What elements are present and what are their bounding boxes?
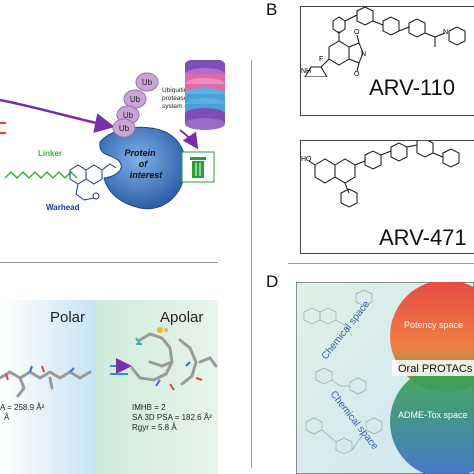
panel-d-label: D [266,272,279,291]
panel-b-label: B [266,0,278,19]
trash-bin-icon [181,151,215,183]
recruit-arrow [0,98,115,133]
left-stat-1: A = 258.9 Å² [0,403,45,412]
panel-d-figure: Chemical space Chemical space Potency sp… [296,282,474,474]
degradation-arrow [179,129,199,150]
panel-c-figure: Polar Apolar A = 258.9 Å² Å IMHB = 2 SA … [0,300,218,474]
ub-1 [135,72,159,92]
ups-label-3: system (UPS) [162,103,202,110]
atom-o-2: O [354,71,360,77]
atom-nh: NH [301,68,311,75]
poi-label-3: interest [130,170,164,180]
proteasome [185,58,225,130]
ub-4 [112,118,136,138]
folded-conformer [130,332,218,386]
ub-text-2: Ub [130,95,141,104]
arv110-box: F N O O NH N ARV-110 [300,6,474,116]
polar-label: Polar [50,309,85,326]
oral-label: Oral PROTACs [398,363,473,375]
arv110-structure: F N O O NH N [301,7,466,77]
red-mark-1 [0,122,6,124]
right-stat-2: SA 3D PSA = 182.6 Å² [132,413,212,422]
ub-chain: Ub Ub Ub Ub [112,72,159,138]
atom-ho: HO [301,156,312,163]
background-molecules [303,289,383,455]
apolar-label: Apolar [160,309,203,326]
admet-space-circle [390,366,474,474]
admet-label: ADME-Tox space [398,410,468,420]
protein-of-interest [99,126,187,210]
arv471-box: HO ARV-471 [300,140,474,254]
left-stat-2: Å [4,413,10,422]
polar-region [0,300,96,474]
apolar-region [96,300,218,474]
atom-o-1: O [354,29,360,36]
right-stat-3: Rgyr = 5.8 Å [132,423,177,432]
poi-label-2: of [139,159,148,169]
atom-n-2: N [443,29,448,36]
arv110-name: ARV-110 [369,75,456,100]
ub-text-3: Ub [123,111,134,120]
ups-label-1: Ubiquitin- [162,87,189,94]
red-mark-2 [0,132,6,134]
poi-label-1: Protein [124,148,156,158]
warhead-molecule [69,163,117,201]
arv471-name: ARV-471 [379,225,467,250]
atom-n-1: N [361,51,366,58]
atom-f: F [319,56,323,63]
warhead-label: Warhead [46,203,80,212]
linker-chain [4,170,78,180]
arv471-structure: HO [301,141,460,208]
ups-label-2: proteasome [162,95,197,102]
ub-text-4: Ub [119,124,130,133]
extended-conformer [0,370,92,398]
panel-d: Chemical space Chemical space Potency sp… [296,282,474,474]
potency-label: Potency space [404,320,463,330]
right-stat-1: IMHB = 2 [132,403,166,412]
divider-a-c [0,262,218,263]
ub-text-1: Ub [142,78,153,87]
divider-b-d [288,263,474,264]
panel-a-figure: Linker Warhead Protein of interest Ub Ub… [0,58,225,212]
linker-label: Linker [38,149,62,158]
panel-c: Polar Apolar A = 258.9 Å² Å IMHB = 2 SA … [0,300,218,474]
divider-vertical [251,60,252,468]
oral-label-bg [392,360,474,376]
panel-a: Linker Warhead Protein of interest Ub Ub… [0,58,250,260]
